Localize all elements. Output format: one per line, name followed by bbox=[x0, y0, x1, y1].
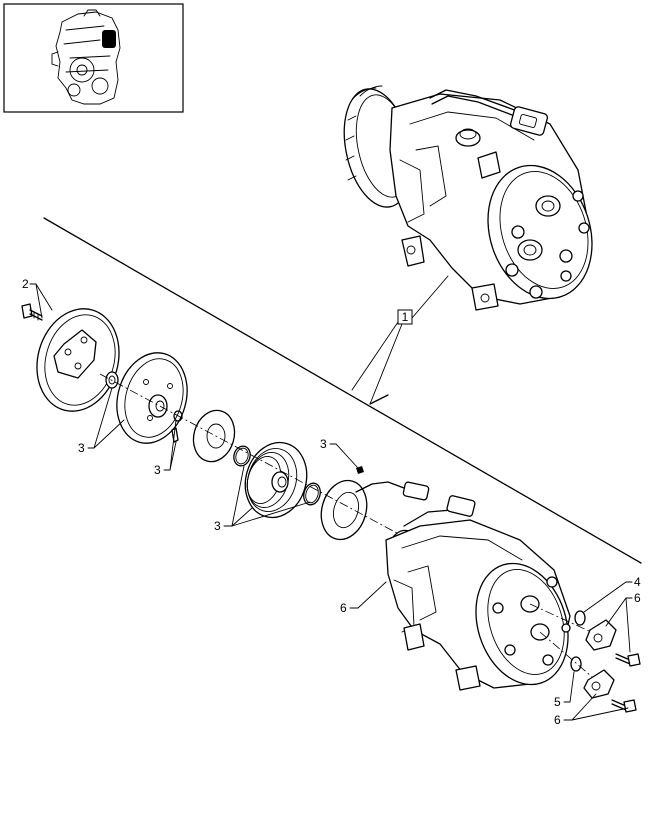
callout-4-label: 4 bbox=[634, 575, 641, 589]
callout-5-label: 5 bbox=[554, 695, 561, 709]
o-ring-lower bbox=[570, 656, 582, 672]
shim-disk bbox=[192, 409, 236, 463]
callout-1-label: 1 bbox=[402, 310, 409, 324]
callout-2-label: 2 bbox=[22, 277, 29, 291]
callout-3b: 3 bbox=[154, 419, 177, 477]
callout-3c: 3 bbox=[214, 465, 311, 533]
callout-3b-label: 3 bbox=[154, 463, 161, 477]
callout-1: 1 bbox=[351, 275, 449, 405]
snap-ring-a bbox=[233, 445, 251, 467]
fitting-axis-lower bbox=[539, 631, 599, 683]
callout-3c-label: 3 bbox=[214, 519, 221, 533]
fitting-plate-upper bbox=[585, 619, 617, 651]
clutch-front-plate bbox=[36, 308, 120, 412]
snap-ring-b bbox=[303, 482, 321, 506]
locator-inset bbox=[3, 3, 184, 113]
callout-3a: 3 bbox=[78, 387, 125, 455]
assembly-bracket bbox=[43, 217, 642, 564]
callout-3d-label: 3 bbox=[320, 437, 327, 451]
callout-6a: 6 bbox=[340, 581, 387, 615]
callout-3a-label: 3 bbox=[78, 441, 85, 455]
clutch-pulley bbox=[244, 441, 308, 519]
clutch-axis-line bbox=[99, 373, 411, 541]
field-coil bbox=[320, 479, 430, 541]
fitting-axis-upper bbox=[529, 603, 601, 637]
highlighted-compressor-marker bbox=[102, 30, 116, 48]
fitting-bolt-upper bbox=[615, 653, 641, 667]
fitting-plate-lower bbox=[583, 669, 615, 699]
callout-6b-label: 6 bbox=[634, 591, 641, 605]
engine-thumbnail bbox=[51, 9, 121, 105]
callout-6a-label: 6 bbox=[340, 601, 347, 615]
callout-6b: 6 bbox=[605, 591, 641, 653]
callout-5: 5 bbox=[554, 671, 575, 709]
callout-3d: 3 bbox=[320, 437, 359, 469]
callout-6c: 6 bbox=[554, 693, 629, 727]
callout-4: 4 bbox=[583, 575, 641, 613]
compressor-body bbox=[385, 495, 571, 691]
callout-6c-label: 6 bbox=[554, 713, 561, 727]
clutch-bolt bbox=[21, 303, 43, 321]
clutch-hub-plate bbox=[116, 352, 188, 444]
o-ring-upper bbox=[574, 610, 586, 626]
callout-2: 2 bbox=[22, 277, 53, 319]
compressor-assembly bbox=[343, 85, 593, 311]
